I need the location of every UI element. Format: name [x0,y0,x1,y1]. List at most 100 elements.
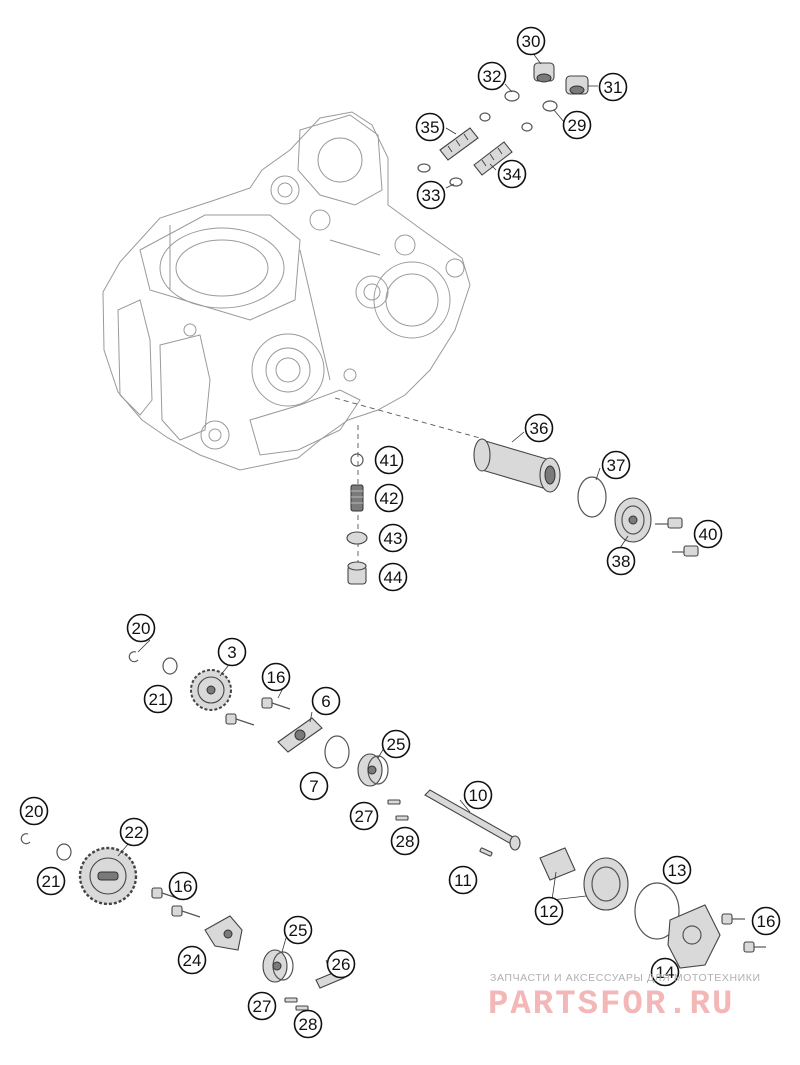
callout-circle [497,159,527,189]
callout-circle [693,519,723,549]
callout-3: 3 [217,637,247,667]
callout-20a: 20 [126,613,156,643]
callout-26: 26 [326,949,356,979]
callout-25a: 25 [381,729,411,759]
part-43-washer [346,531,368,545]
callout-circle [374,483,404,513]
alignment-line [334,397,481,439]
callout-label: 34 [503,165,522,184]
part-36-oil-filter [473,438,561,493]
part-35-sleeve [439,127,479,161]
callout-30: 30 [516,26,546,56]
part-25-rotor-lower [262,949,294,983]
callout-27a: 27 [349,801,379,831]
callout-21b: 21 [36,866,66,896]
callout-10: 10 [463,780,493,810]
part-30-fitting [533,62,555,83]
callout-label: 20 [132,619,151,638]
callout-circle [534,896,564,926]
callout-label: 35 [421,118,440,137]
callout-label: 6 [321,692,330,711]
callout-circle [516,26,546,56]
callout-label: 3 [227,643,236,662]
callout-circle [662,855,692,885]
callout-13: 13 [662,855,692,885]
callout-label: 28 [299,1015,318,1034]
callout-label: 27 [355,807,374,826]
callout-11: 11 [448,865,478,895]
callout-circle [283,915,313,945]
callout-circle [601,450,631,480]
callout-label: 16 [757,912,776,931]
callout-37: 37 [601,450,631,480]
part-40-bolts [655,517,699,557]
part-7-o-ring [324,735,350,769]
callout-circle [126,613,156,643]
part-32-washer [504,90,520,102]
callout-circle [381,729,411,759]
part-13-o-ring [634,882,680,940]
callout-circle [217,637,247,667]
part-14-pump-cover [667,904,721,969]
callout-label: 43 [384,529,403,548]
callout-6: 6 [311,686,341,716]
callout-21a: 21 [143,684,173,714]
callout-label: 16 [267,668,286,687]
callout-label: 13 [668,861,687,880]
callout-36: 36 [524,413,554,443]
callout-25b: 25 [283,915,313,945]
callout-circle [378,523,408,553]
callout-label: 11 [454,871,472,890]
callout-label: 7 [309,777,318,796]
part-27-pin [387,799,401,805]
callout-circle [293,1009,323,1039]
washer-small [521,122,533,132]
callout-circle [390,826,420,856]
callout-label: 14 [656,963,675,982]
callout-28b: 28 [293,1009,323,1039]
callout-label: 26 [332,955,351,974]
part-28-pin [395,815,409,821]
part-41-ball [350,453,364,467]
callout-label: 38 [612,552,631,571]
callout-label: 41 [380,451,399,470]
part-21-washer-lower [56,843,72,861]
callout-28a: 28 [390,826,420,856]
callout-label: 21 [149,690,168,709]
leader-lines [117,51,629,973]
callout-circle [463,780,493,810]
callout-circle [448,865,478,895]
washer-small [479,112,491,122]
callout-circle [177,945,207,975]
callout-circle [598,72,628,102]
callout-33: 33 [416,180,446,210]
part-25-rotor [357,753,389,787]
callout-circle [36,866,66,896]
callout-label: 12 [540,902,559,921]
callout-27b: 27 [247,991,277,1021]
part-33-washer [417,163,431,173]
callout-circle [650,957,680,987]
part-38-filter-cover [614,497,652,543]
part-3-gear [190,669,232,711]
callout-16b: 16 [168,871,198,901]
callout-label: 20 [25,802,44,821]
callout-label: 28 [396,832,415,851]
part-22-gear [78,846,138,906]
callout-label: 32 [483,67,502,86]
callout-circle [606,546,636,576]
callout-label: 25 [289,921,308,940]
callout-34: 34 [497,159,527,189]
callout-label: 16 [174,877,193,896]
callout-42: 42 [374,483,404,513]
callout-32: 32 [477,61,507,91]
callout-label: 10 [469,786,488,805]
part-42-spring [350,484,364,512]
callout-20b: 20 [19,796,49,826]
callout-label: 25 [387,735,406,754]
part-6-pump-cover [277,717,323,753]
callout-40: 40 [693,519,723,549]
callout-circle [19,796,49,826]
callout-38: 38 [606,546,636,576]
callout-circle [751,906,781,936]
